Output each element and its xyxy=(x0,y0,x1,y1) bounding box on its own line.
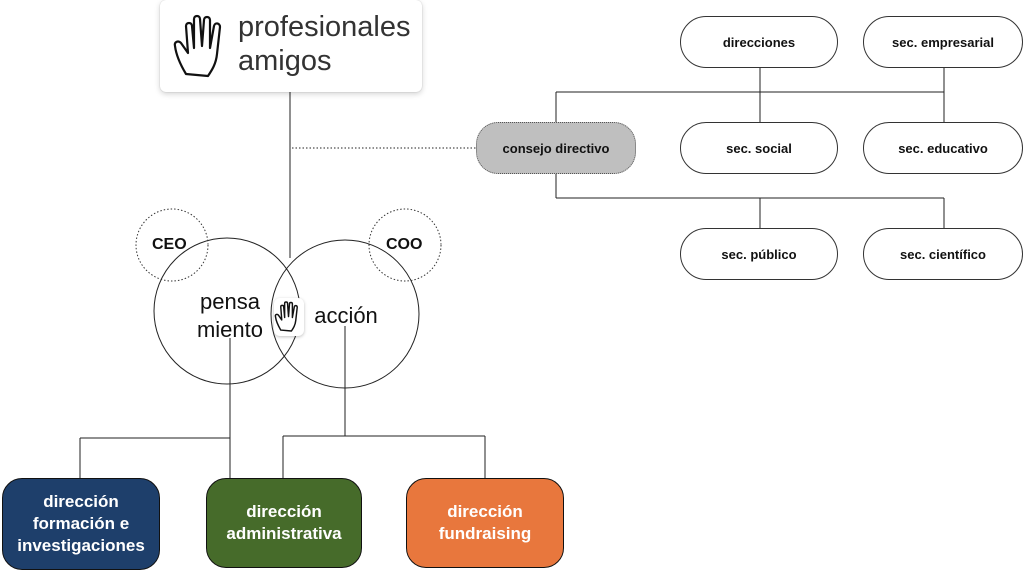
logo-card: profesionales amigos xyxy=(160,0,422,92)
direccion-formacion-label: dirección formación e investigaciones xyxy=(17,491,145,557)
coo-label: COO xyxy=(386,236,423,253)
direccion-administrativa-line-2: administrativa xyxy=(226,524,342,543)
pensamiento-line-2: miento xyxy=(196,317,264,342)
direccion-fundraising-box[interactable]: dirección fundraising xyxy=(406,478,564,568)
brand-line-1: profesionales xyxy=(238,11,411,43)
consejo-directivo-label: consejo directivo xyxy=(502,140,610,156)
ceo-label: CEO xyxy=(152,236,187,253)
sec-publico-label: sec. público xyxy=(720,246,798,262)
direccion-administrativa-line-1: dirección xyxy=(246,502,322,521)
accion-label: acción xyxy=(314,303,378,328)
small-logo-badge xyxy=(274,298,304,336)
direccion-administrativa-label: dirección administrativa xyxy=(226,501,341,545)
sec-educativo-label: sec. educativo xyxy=(897,140,989,156)
hand-icon xyxy=(274,301,298,332)
sec-social-label: sec. social xyxy=(725,140,793,156)
sec-educativo-node[interactable]: sec. educativo xyxy=(863,122,1023,174)
direccion-fundraising-line-1: dirección xyxy=(447,502,523,521)
direccion-fundraising-line-2: fundraising xyxy=(438,524,532,543)
direccion-formacion-box[interactable]: dirección formación e investigaciones xyxy=(2,478,160,570)
pensamiento-line-1: pensa xyxy=(200,289,260,314)
sec-cientifico-node[interactable]: sec. científico xyxy=(863,228,1023,280)
direccion-formacion-line-1: dirección xyxy=(43,492,119,511)
hand-icon xyxy=(173,14,222,78)
brand-line-2: amigos xyxy=(238,45,332,77)
sec-empresarial-node[interactable]: sec. empresarial xyxy=(863,16,1023,68)
sec-empresarial-label: sec. empresarial xyxy=(891,34,995,50)
brand-name: profesionales amigos xyxy=(238,10,411,78)
direccion-administrativa-box[interactable]: dirección administrativa xyxy=(206,478,362,568)
direccion-formacion-line-2: formación e xyxy=(32,514,130,533)
sec-cientifico-label: sec. científico xyxy=(899,246,987,262)
sec-publico-node[interactable]: sec. público xyxy=(680,228,838,280)
sec-social-node[interactable]: sec. social xyxy=(680,122,838,174)
direccion-formacion-line-3: investigaciones xyxy=(17,536,145,555)
direcciones-node[interactable]: direcciones xyxy=(680,16,838,68)
consejo-directivo-node[interactable]: consejo directivo xyxy=(476,122,636,174)
direcciones-label: direcciones xyxy=(721,34,797,50)
pensamiento-label: pensa miento xyxy=(188,288,272,344)
direccion-fundraising-label: dirección fundraising xyxy=(439,501,532,545)
